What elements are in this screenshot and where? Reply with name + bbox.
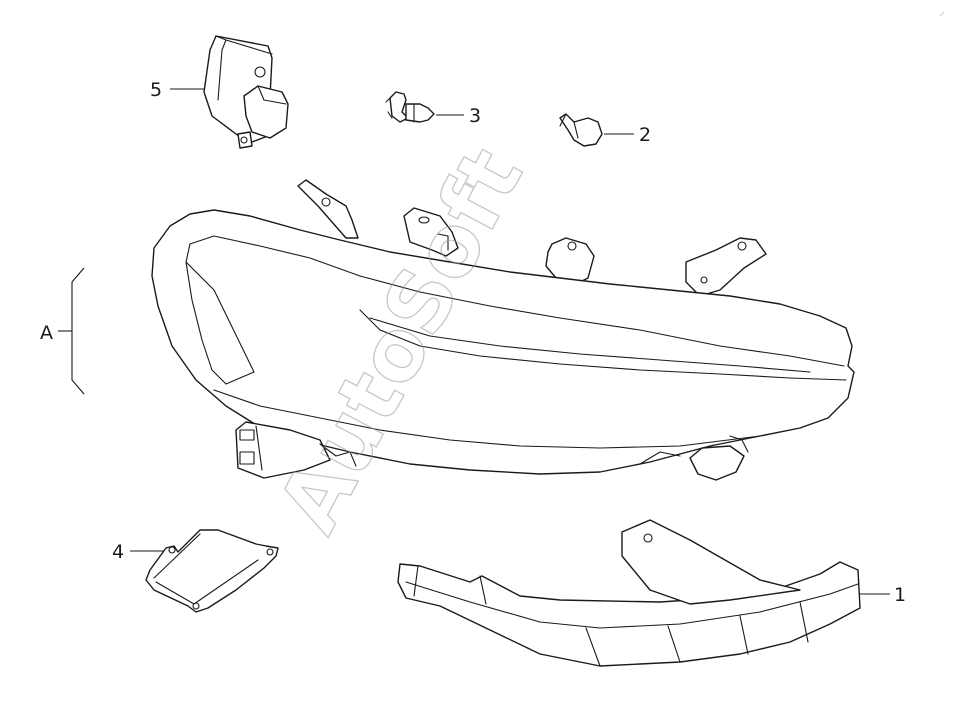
headlamp-assembly <box>151 179 855 481</box>
callout-2: 2 <box>639 124 651 146</box>
callout-a: A <box>40 322 53 344</box>
callout-4: 4 <box>112 541 124 563</box>
bracket-a <box>71 267 85 395</box>
callout-1: 1 <box>894 584 906 606</box>
callout-5: 5 <box>150 79 162 101</box>
part-3-bulb <box>385 91 435 123</box>
corner-mark: ... <box>937 9 946 18</box>
callout-3: 3 <box>469 105 481 127</box>
part-1-bracket <box>397 519 861 667</box>
part-5-actuator <box>203 35 289 149</box>
part-4-module <box>145 529 279 613</box>
part-2-bulb <box>559 113 603 147</box>
